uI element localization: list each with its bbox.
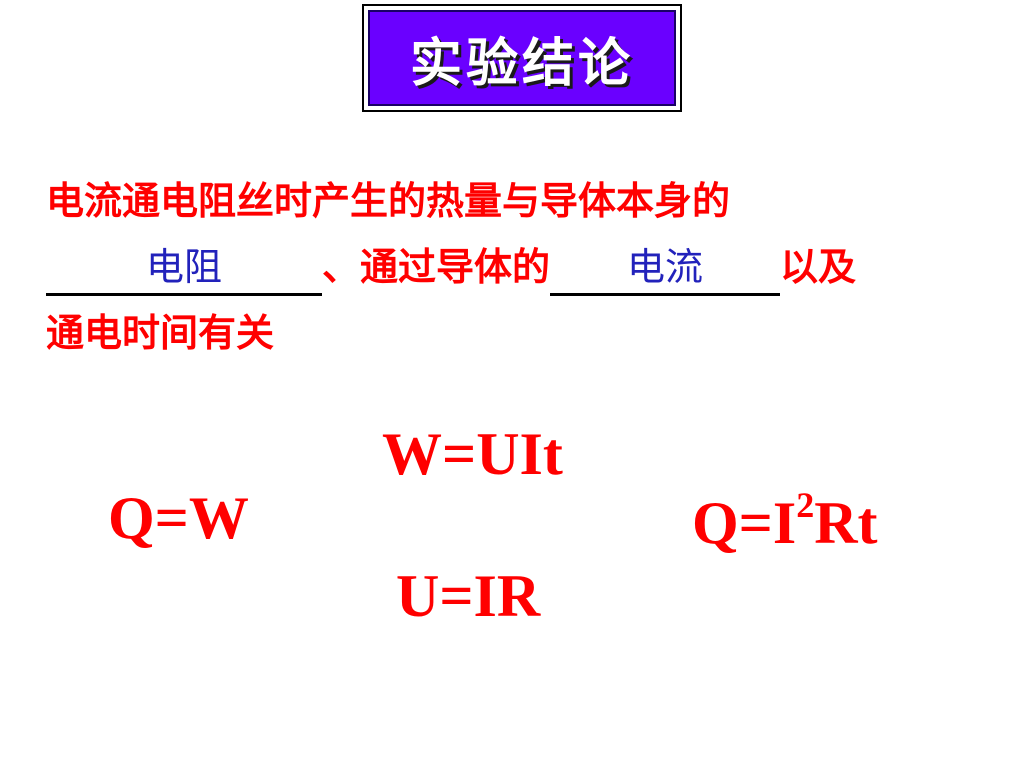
blank-answer-current: 电流 — [627, 245, 704, 289]
after-blank-text: 以及 — [780, 245, 857, 289]
formula-w-uit: W=UIt — [382, 421, 563, 487]
conclusion-paragraph: 电流通电阻丝时产生的热量与导体本身的 电阻 、通过导体的 电流 以及 通电时间有关 — [46, 168, 986, 366]
formula-exponent: 2 — [796, 485, 815, 525]
formula-u-ir: U=IR — [396, 563, 541, 629]
formula-q-i2rt: Q=I2Rt — [692, 484, 878, 558]
fill-blank-current: 电流 — [550, 241, 781, 296]
fill-blank-resistance: 电阻 — [46, 241, 322, 296]
title-box: 实验结论 — [368, 10, 676, 106]
conclusion-line-1: 电流通电阻丝时产生的热量与导体本身的 — [46, 179, 731, 223]
conclusion-line-2: 电阻 、通过导体的 电流 以及 — [46, 234, 986, 300]
conclusion-line-3: 通电时间有关 — [46, 311, 275, 355]
title-frame: 实验结论 — [362, 4, 682, 112]
blank-answer-resistance: 电阻 — [145, 245, 222, 289]
middle-text: 、通过导体的 — [322, 245, 551, 289]
slide-title: 实验结论 — [409, 32, 634, 94]
formula-q-i2rt-suffix: Rt — [814, 490, 878, 556]
formula-q-w: Q=W — [108, 485, 249, 551]
formula-q-i2rt-prefix: Q=I — [692, 490, 797, 556]
